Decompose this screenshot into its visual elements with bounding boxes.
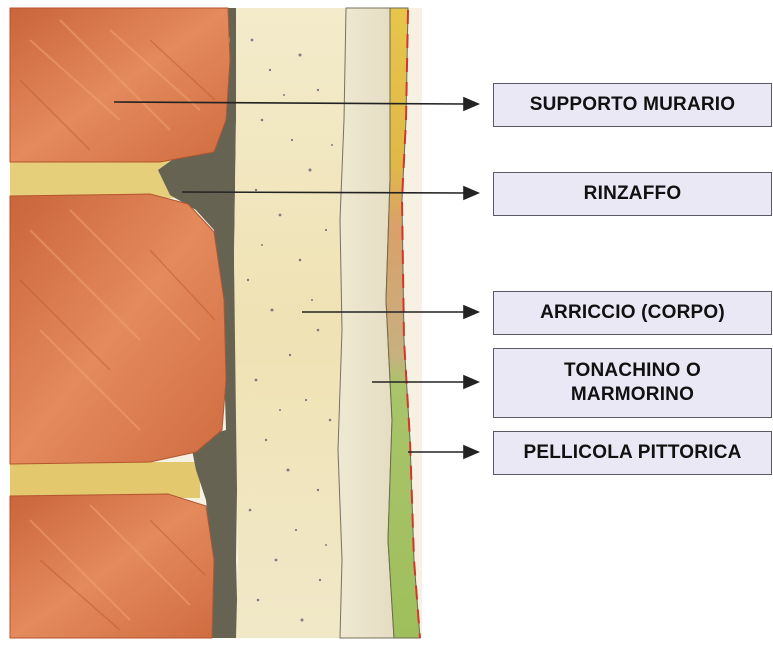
label-arriccio-corpo: ARRICCIO (CORPO) [493, 291, 772, 335]
arrowhead [464, 306, 478, 318]
mortar-joint [10, 462, 200, 498]
label-supporto-murario: SUPPORTO MURARIO [493, 83, 772, 127]
arrowhead [464, 376, 478, 388]
label-rinzaffo: RINZAFFO [493, 172, 772, 216]
brick [10, 494, 214, 638]
arrowhead [464, 187, 478, 199]
brick [10, 8, 230, 162]
label-pellicola-pittorica: PELLICOLA PITTORICA [493, 431, 772, 475]
arrowhead [464, 98, 478, 110]
label-tonachino-marmorino: TONACHINO O MARMORINO [493, 348, 772, 418]
tonachino-layer [338, 8, 394, 638]
arrow-rinzaffo [182, 192, 465, 193]
brick [10, 194, 226, 464]
arrowhead [464, 446, 478, 458]
